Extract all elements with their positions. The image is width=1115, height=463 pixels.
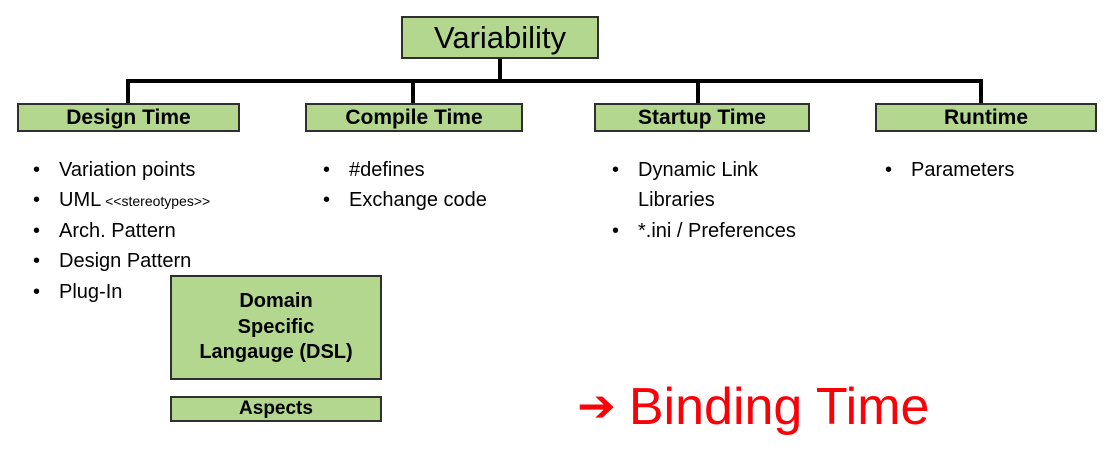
list-item: • Plug-In <box>33 277 295 307</box>
list-item-label: Design Pattern <box>59 250 192 273</box>
dsl-line-2: Specific <box>237 315 315 338</box>
category-box-runtime[interactable]: Runtime <box>875 103 1097 132</box>
root-box-variability[interactable]: Variability <box>401 16 599 59</box>
connector-drop-runtime <box>979 79 983 105</box>
list-item: • UML <<stereotypes>> <box>33 185 295 215</box>
binding-time-label: Binding Time <box>628 378 930 436</box>
connector-drop-compile-time <box>411 79 415 105</box>
list-item-label: *.ini / Preferences <box>638 219 796 242</box>
list-item-label: UML <<stereotypes>> <box>59 185 295 215</box>
bullet-icon: • <box>33 189 41 212</box>
list-item-stereotype: <<stereotypes>> <box>101 193 211 210</box>
list-item-label: #defines <box>349 159 425 181</box>
category-label-startup-time: Startup Time <box>638 105 766 129</box>
category-label-design-time: Design Time <box>66 105 191 129</box>
category-box-compile-time[interactable]: Compile Time <box>305 103 523 132</box>
binding-time-callout: ➔ Binding Time <box>577 378 930 436</box>
connector-root-stem <box>498 59 502 82</box>
aspects-box[interactable]: Aspects <box>170 396 382 422</box>
bullet-list-design-time: • Variation points • UML <<stereotypes>>… <box>33 155 295 307</box>
right-arrow-icon: ➔ <box>577 381 616 433</box>
bullet-list-startup-time: • Dynamic Link Libraries • *.ini / Prefe… <box>612 155 857 246</box>
bullet-list-runtime: • Parameters <box>885 155 1100 185</box>
bullet-list-compile-time: • #defines • Exchange code <box>323 155 573 216</box>
list-item: • Parameters <box>885 155 1100 185</box>
list-item: • *.ini / Preferences <box>612 216 857 246</box>
list-item-label: Exchange code <box>349 189 487 212</box>
connector-drop-design-time <box>126 79 130 105</box>
bullet-icon: • <box>612 219 620 242</box>
list-item-label: Dynamic Link Libraries <box>638 159 759 212</box>
connector-horizontal-bus <box>128 79 981 83</box>
dsl-line-1: Domain <box>239 290 313 313</box>
list-item-main: UML <box>59 189 102 212</box>
bullet-icon: • <box>612 159 620 181</box>
root-box-label: Variability <box>433 19 567 55</box>
bullet-icon: • <box>323 189 331 212</box>
dsl-line-3: Langauge (DSL) <box>199 341 353 364</box>
list-item-label: Variation points <box>59 159 196 181</box>
list-item: • #defines <box>323 155 573 185</box>
list-item: • Design Pattern <box>33 246 295 276</box>
bullet-icon: • <box>33 280 41 303</box>
category-label-compile-time: Compile Time <box>345 105 483 129</box>
bullet-icon: • <box>33 250 41 273</box>
aspects-label: Aspects <box>239 398 313 419</box>
list-item-label: Arch. Pattern <box>59 219 176 242</box>
dsl-box[interactable]: Domain Specific Langauge (DSL) <box>170 275 382 380</box>
connector-drop-startup-time <box>696 79 700 105</box>
category-label-runtime: Runtime <box>944 105 1028 129</box>
bullet-icon: • <box>323 159 331 181</box>
bullet-icon: • <box>885 159 893 181</box>
category-box-startup-time[interactable]: Startup Time <box>594 103 810 132</box>
category-box-design-time[interactable]: Design Time <box>17 103 240 132</box>
list-item: • Arch. Pattern <box>33 216 295 246</box>
list-item: • Exchange code <box>323 185 573 215</box>
list-item-label: Plug-In <box>59 280 123 303</box>
bullet-icon: • <box>33 159 41 181</box>
list-item: • Dynamic Link Libraries <box>612 155 857 216</box>
list-item: • Variation points <box>33 155 295 185</box>
bullet-icon: • <box>33 219 41 242</box>
list-item-label: Parameters <box>911 159 1015 181</box>
